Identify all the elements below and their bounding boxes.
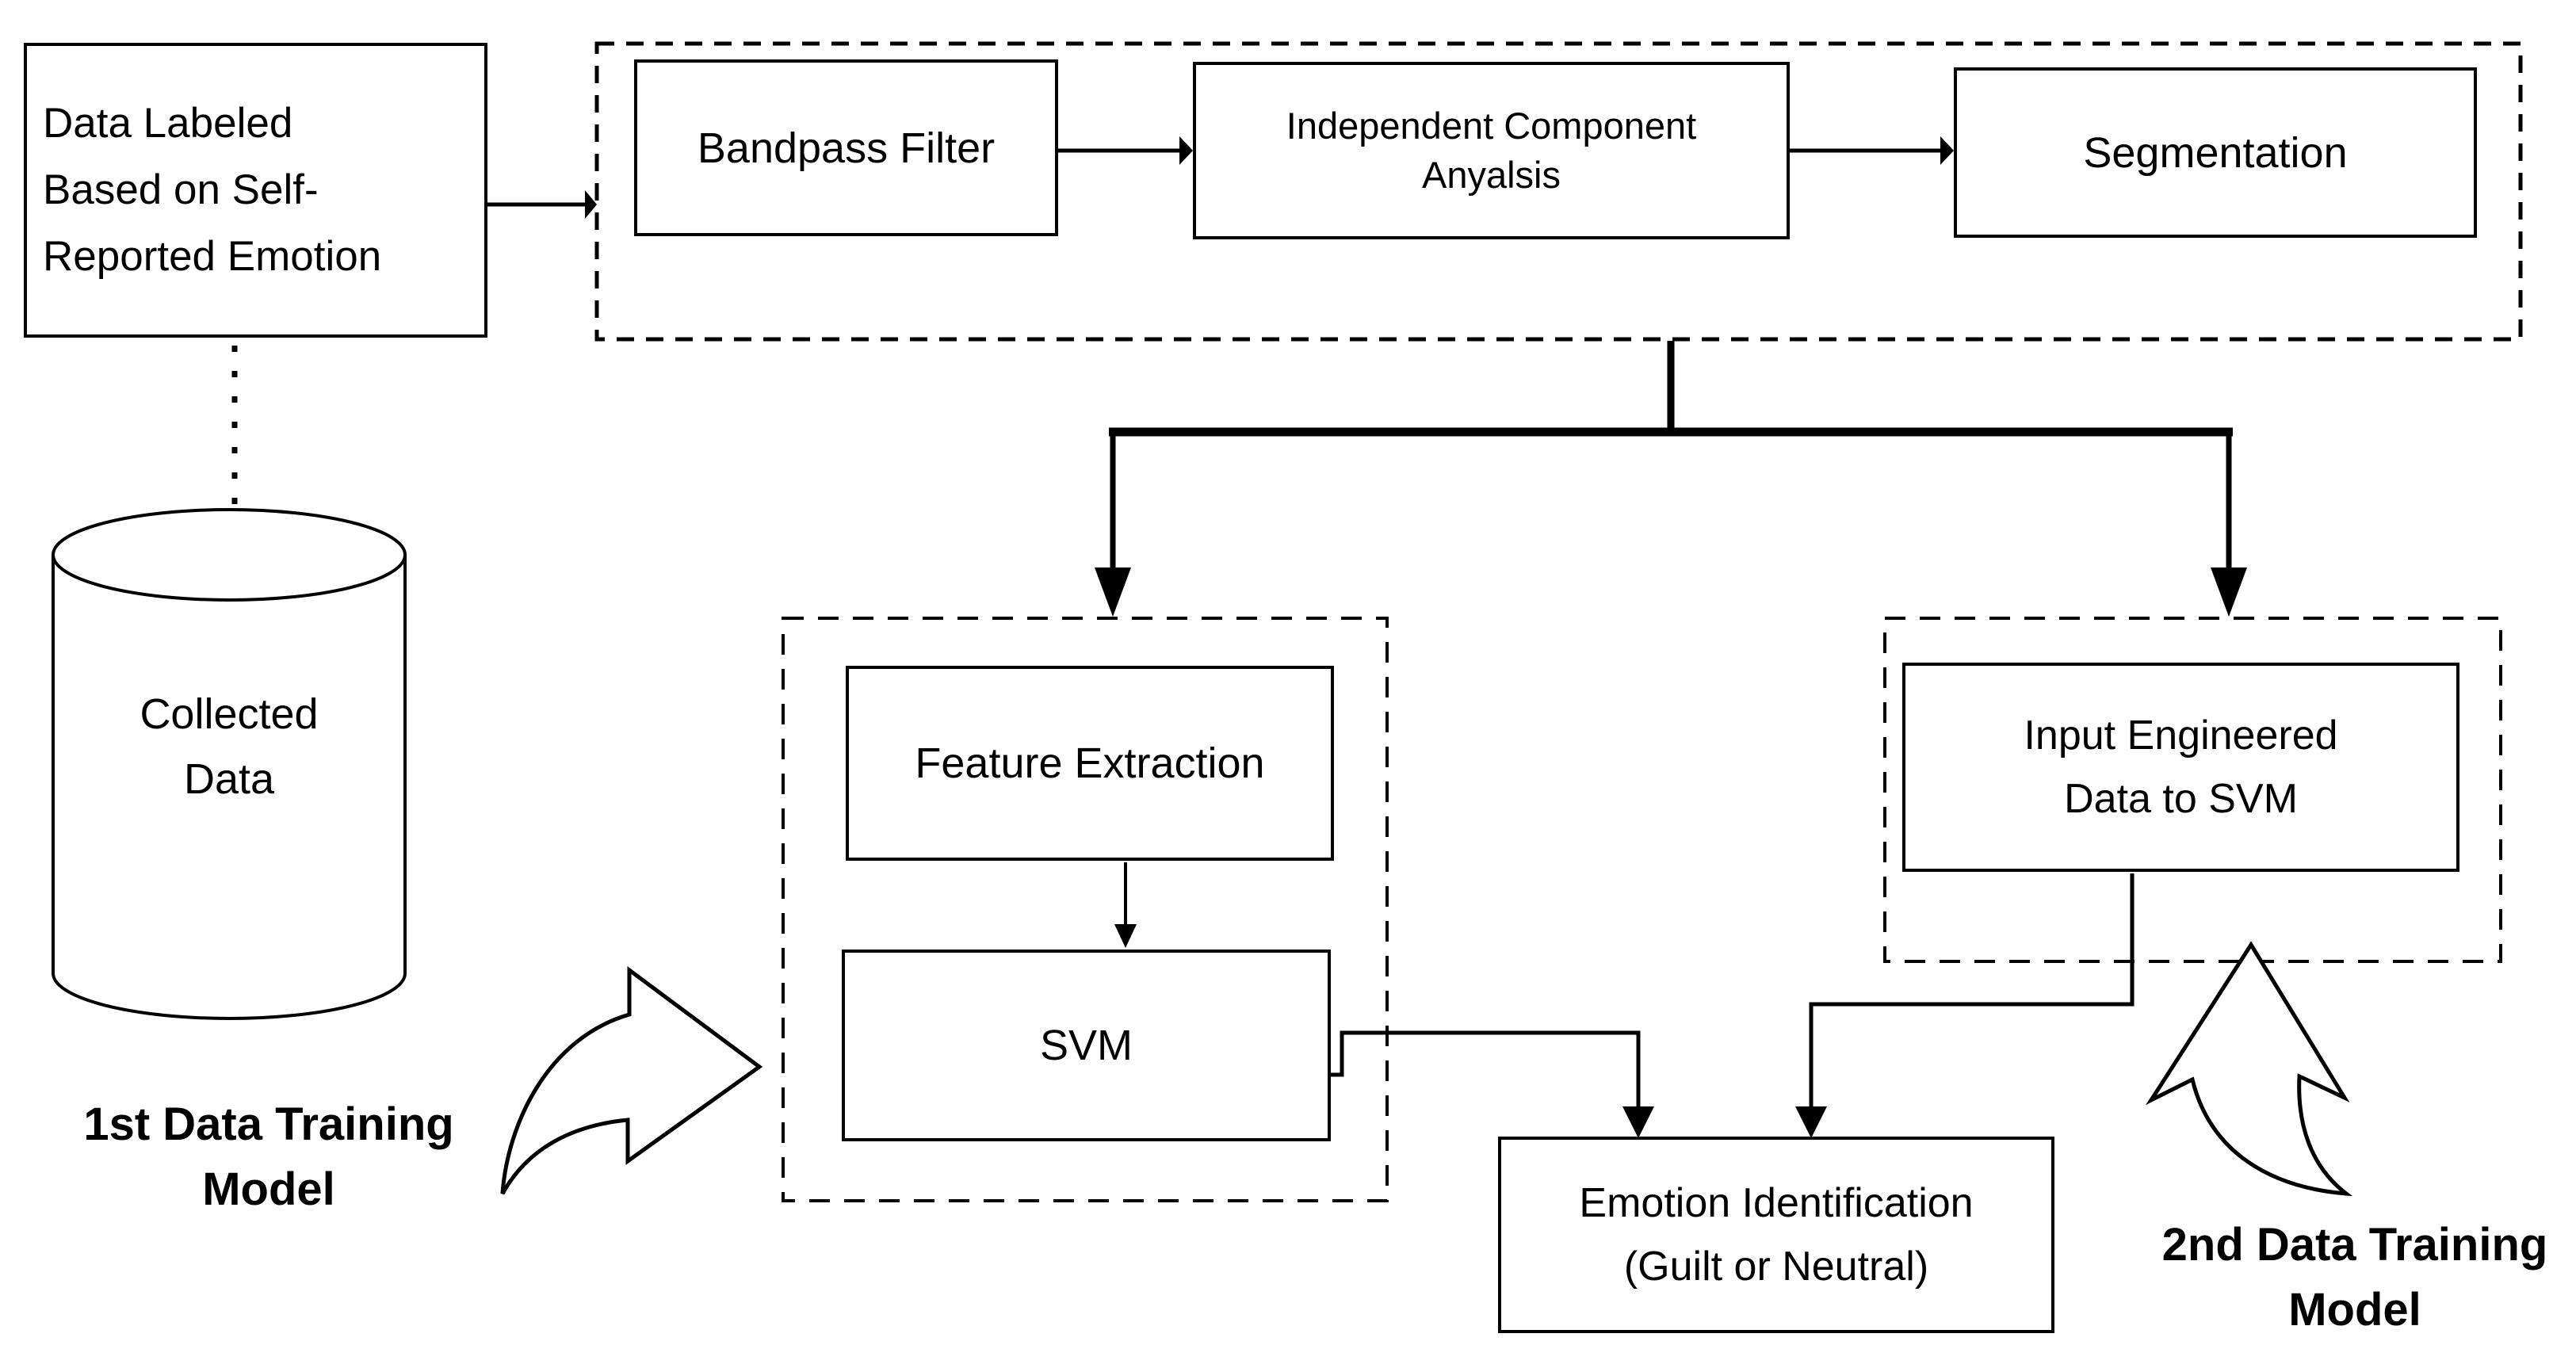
feature-to-svm-arrowhead [1114, 924, 1137, 948]
first-training-curved-arrow [500, 966, 763, 1195]
input-to-emotion-connector [1809, 873, 2135, 1106]
label-first-training-model: 1st Data Training Model [43, 1092, 495, 1222]
database-cylinder-body [52, 555, 407, 1020]
collected-data-line2: Data [183, 755, 275, 803]
left-branch-arrowhead [1095, 567, 1131, 617]
node-input-engineered-line1: Input Engineered [2024, 713, 2338, 759]
node-ica-line1: Independent Component [1286, 105, 1697, 147]
node-emotion-identification-line2: (Guilt or Neutral) [1623, 1244, 1929, 1290]
second-training-group-border [1883, 617, 2502, 963]
node-svm: SVM [842, 950, 1331, 1141]
node-independent-component-analysis: Independent Component Anyalsis [1193, 62, 1790, 239]
first-training-line1: 1st Data Training [83, 1099, 454, 1150]
node-svm-label: SVM [1039, 1022, 1133, 1069]
node-segmentation: Segmentation [1954, 67, 2477, 238]
collected-data-line1: Collected [140, 690, 319, 738]
node-data-labeled: Data Labeled Based on Self- Reported Emo… [24, 43, 487, 338]
node-bandpass-filter: Bandpass Filter [634, 59, 1058, 236]
bandpass-to-ica-arrowhead [1179, 136, 1193, 165]
preprocessing-group-border [594, 41, 2523, 342]
node-segmentation-label: Segmentation [2083, 128, 2348, 177]
node-feature-extraction: Feature Extraction [846, 666, 1334, 861]
node-ica-line2: Anyalsis [1421, 154, 1561, 196]
label-second-training-model: 2nd Data Training Model [2121, 1213, 2576, 1343]
node-data-labeled-line3: Reported Emotion [43, 233, 382, 280]
datalabeled-to-preprocessing-arrowhead [585, 190, 597, 219]
node-data-labeled-line1: Data Labeled [43, 100, 293, 147]
second-training-line1: 2nd Data Training [2161, 1219, 2548, 1271]
node-feature-extraction-label: Feature Extraction [915, 739, 1265, 787]
node-bandpass-filter-label: Bandpass Filter [697, 124, 996, 172]
node-emotion-identification: Emotion Identification (Guilt or Neutral… [1498, 1137, 2054, 1333]
ica-to-segmentation-arrowhead [1940, 136, 1954, 165]
node-input-engineered: Input Engineered Data to SVM [1902, 663, 2459, 872]
database-cylinder-top [52, 508, 407, 602]
input-to-emotion-arrowhead [1795, 1106, 1827, 1138]
node-emotion-identification-line1: Emotion Identification [1579, 1180, 1974, 1226]
second-training-curved-arrow [2145, 941, 2353, 1197]
svm-to-emotion-arrowhead [1622, 1106, 1654, 1138]
first-training-line2: Model [202, 1164, 335, 1215]
right-branch-arrowhead [2211, 567, 2247, 617]
second-training-line2: Model [2288, 1284, 2421, 1336]
node-data-labeled-line2: Based on Self- [43, 166, 319, 213]
node-collected-data-label: Collected Data [53, 682, 405, 812]
node-input-engineered-line2: Data to SVM [2064, 776, 2298, 822]
svm-to-emotion-connector [1331, 1030, 1641, 1106]
